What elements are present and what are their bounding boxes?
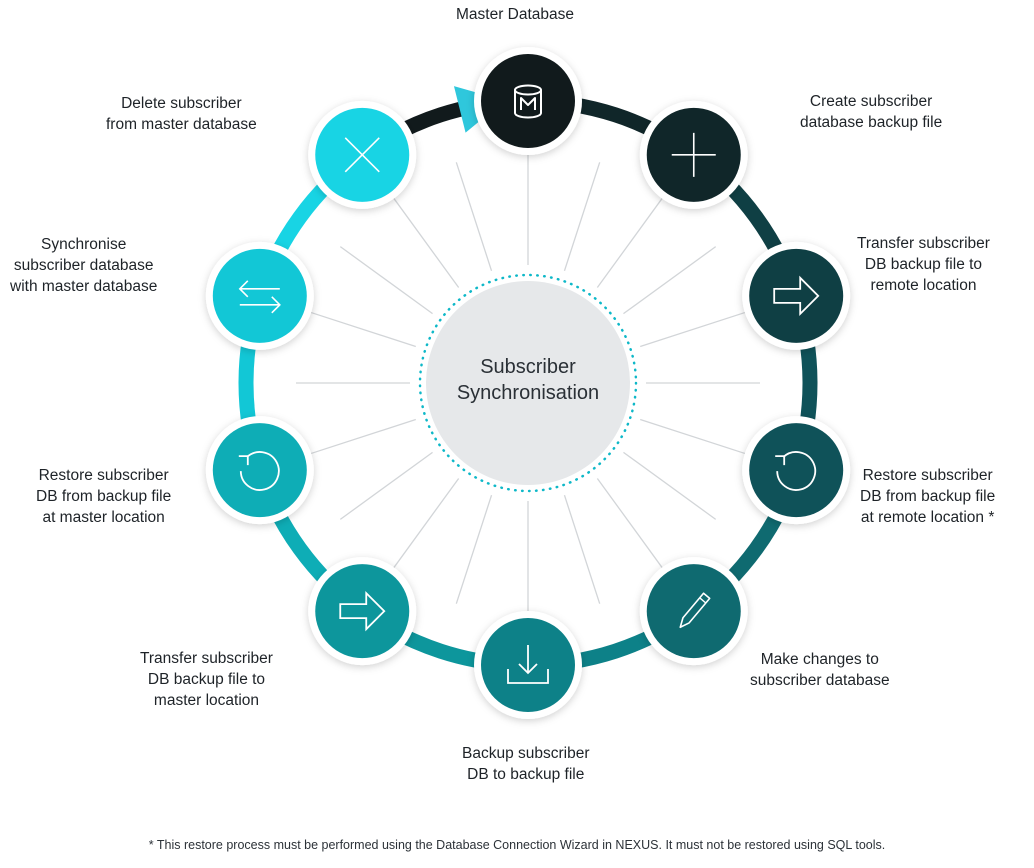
- restore-icon: [238, 451, 280, 491]
- label-line: database backup file: [800, 114, 943, 131]
- step-node-restore-master: [205, 416, 314, 525]
- spoke-line: [563, 495, 601, 604]
- label-line: subscriber database: [13, 257, 154, 274]
- arrow-right-icon: [773, 275, 820, 317]
- spokes: [296, 151, 760, 615]
- node-circle: [646, 564, 741, 659]
- label-line: Backup subscriber: [462, 745, 590, 762]
- node-circle: [212, 248, 307, 343]
- restore-icon: [775, 451, 817, 491]
- center-dotted-border: [418, 273, 638, 493]
- label-line: Synchronise: [41, 236, 127, 253]
- label-line: remote location: [870, 277, 977, 294]
- label-line: from master database: [106, 116, 257, 133]
- label-restore-remote: Restore subscriber DB from backup file a…: [860, 465, 995, 528]
- label-master-database: Master Database: [456, 4, 574, 25]
- center-title-line-2: Synchronisation: [456, 382, 600, 404]
- spoke-line: [623, 451, 717, 520]
- label-backup: Backup subscriber DB to backup file: [462, 743, 590, 785]
- spoke-line: [391, 478, 460, 572]
- label-line: Transfer subscriber: [140, 650, 273, 667]
- label-transfer-remote: Transfer subscriber DB backup file to re…: [857, 233, 990, 296]
- center-circle: [426, 281, 630, 485]
- node-circle: [315, 564, 410, 659]
- step-node-synchronise: [205, 241, 314, 350]
- step-node-delete: [308, 100, 417, 209]
- label-line: Master Database: [456, 6, 575, 23]
- close-icon: [344, 137, 380, 173]
- step-node-backup: [474, 611, 582, 719]
- label-line: Restore subscriber: [862, 467, 993, 484]
- pencil-icon: [679, 592, 711, 629]
- node-circle: [749, 248, 844, 343]
- label-line: Create subscriber: [809, 93, 933, 110]
- label-line: Restore subscriber: [38, 467, 169, 484]
- label-line: Delete subscriber: [121, 95, 242, 112]
- node-circle: [481, 54, 575, 148]
- label-delete: Delete subscriber from master database: [106, 93, 257, 135]
- label-line: master location: [153, 692, 260, 709]
- spoke-line: [640, 310, 749, 348]
- database-icon: [514, 84, 542, 119]
- spoke-line: [307, 310, 416, 348]
- node-circle: [212, 423, 307, 518]
- swap-icon: [238, 280, 281, 314]
- spoke-line: [455, 162, 493, 271]
- spoke-line: [596, 478, 665, 572]
- spoke-line: [563, 162, 601, 271]
- label-line: subscriber database: [750, 672, 890, 689]
- label-line: Transfer subscriber: [857, 235, 990, 252]
- label-transfer-master: Transfer subscriber DB backup file to ma…: [140, 648, 273, 711]
- label-line: DB from backup file: [36, 488, 172, 505]
- plus-icon: [671, 132, 716, 177]
- label-line: Make changes to: [760, 651, 879, 668]
- label-restore-master: Restore subscriber DB from backup file a…: [36, 465, 171, 528]
- center-hub: [418, 273, 638, 493]
- step-nodes: [205, 47, 851, 719]
- step-node-transfer-master: [308, 557, 417, 666]
- step-node-master: [474, 47, 582, 155]
- center-title-line-1: Subscriber: [480, 356, 576, 378]
- label-line: DB backup file to: [864, 256, 983, 273]
- step-node-transfer-remote: [742, 241, 851, 350]
- node-circle: [749, 423, 844, 518]
- step-node-make-changes: [639, 557, 748, 666]
- spoke-line: [455, 495, 493, 604]
- label-make-changes: Make changes to subscriber database: [750, 649, 890, 691]
- label-line: DB backup file to: [147, 671, 266, 688]
- spoke-line: [391, 194, 460, 288]
- arrow-right-icon: [339, 590, 386, 632]
- label-line: with master database: [10, 278, 158, 295]
- spoke-line: [339, 451, 433, 520]
- download-icon: [507, 645, 549, 684]
- label-synchronise: Synchronise subscriber database with mas…: [10, 234, 157, 297]
- label-line: DB from backup file: [860, 488, 996, 505]
- center-title: Subscriber Synchronisation: [418, 354, 638, 406]
- label-line: DB to backup file: [467, 766, 585, 783]
- label-line: at master location: [42, 509, 165, 526]
- spoke-line: [596, 194, 665, 288]
- spoke-line: [339, 246, 433, 315]
- label-create-backup: Create subscriber database backup file: [800, 91, 942, 133]
- step-node-create: [639, 100, 748, 209]
- spoke-line: [307, 418, 416, 456]
- footnote: * This restore process must be performed…: [148, 838, 886, 852]
- spoke-line: [623, 246, 717, 315]
- step-node-restore-remote: [742, 416, 851, 525]
- label-line: at remote location *: [860, 509, 995, 526]
- spoke-line: [640, 418, 749, 456]
